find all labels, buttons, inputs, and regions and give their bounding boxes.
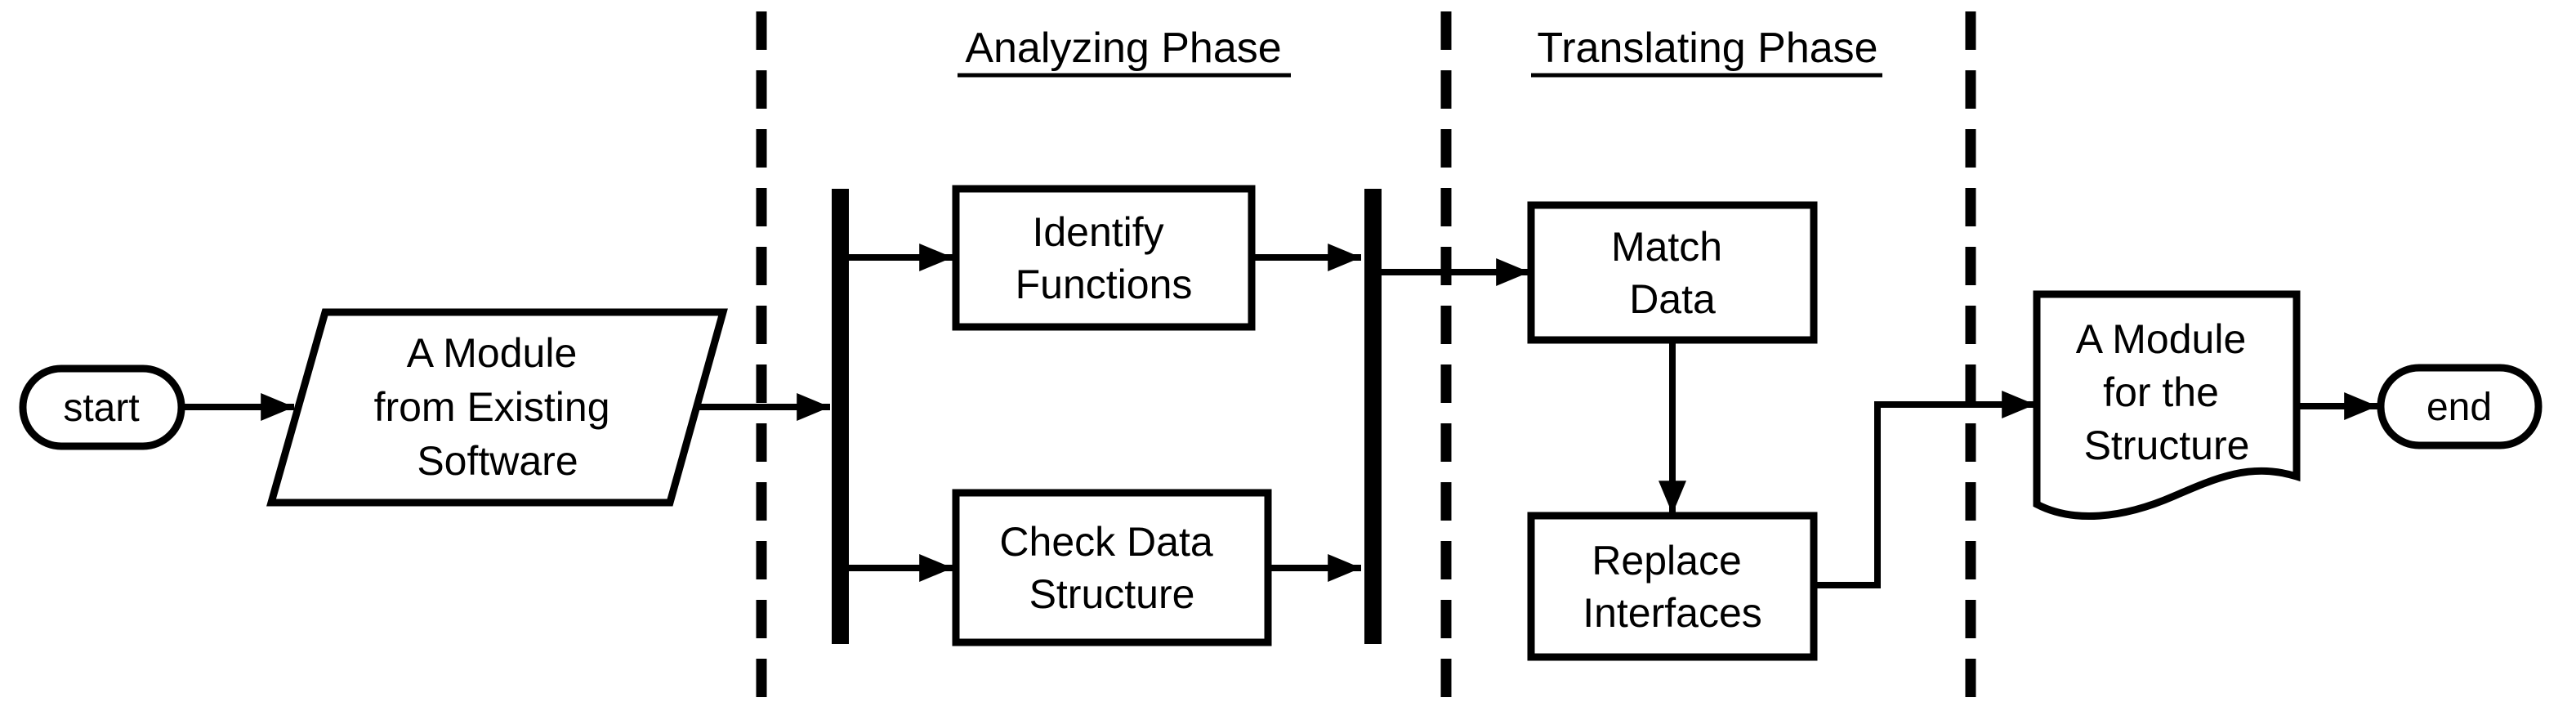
module-output-line-3: Structure <box>2084 423 2250 468</box>
match-data-line-1: Match <box>1611 224 1722 270</box>
identify-functions-label: Identify Functions <box>1016 209 1193 307</box>
module-input-line-2: from Existing <box>374 384 610 430</box>
match-data-box <box>1527 201 1818 344</box>
replace-interfaces-line-2: Interfaces <box>1583 590 1762 636</box>
replace-interfaces-line-1: Replace <box>1592 538 1741 584</box>
identify-functions-line-1: Identify <box>1032 209 1163 255</box>
check-data-structure-box <box>952 489 1272 646</box>
module-output-line-1: A Module <box>2076 316 2246 362</box>
replace-interfaces-box <box>1527 512 1818 661</box>
check-data-structure-line-1: Check Data <box>999 519 1212 565</box>
end-node <box>2377 364 2543 449</box>
identify-functions-line-2: Functions <box>1016 262 1193 307</box>
check-data-structure-line-2: Structure <box>1029 571 1195 617</box>
module-input-label: A Module from Existing Software <box>374 330 622 484</box>
module-input-line-3: Software <box>417 438 578 484</box>
phase-title-translating: Translating Phase <box>1537 25 1877 72</box>
module-input-line-1: A Module <box>407 330 577 376</box>
join-bar <box>1364 189 1382 644</box>
module-output-document <box>2033 290 2301 521</box>
fork-bar <box>832 189 849 644</box>
module-output-line-2: for the <box>2103 369 2219 415</box>
match-data-line-2: Data <box>1629 276 1716 322</box>
arrow-replace-interfaces-to-module-output <box>1814 391 2035 588</box>
check-data-structure-label: Check Data Structure <box>999 519 1224 617</box>
phase-title-analyzing: Analyzing Phase <box>965 25 1281 72</box>
replace-interfaces-label: Replace Interfaces <box>1583 538 1762 636</box>
module-output-label: A Module for the Structure <box>2076 316 2257 468</box>
module-input-parallelogram <box>266 308 728 507</box>
match-data-label: Match Data <box>1611 224 1734 322</box>
start-node-label: start <box>63 387 139 430</box>
end-node-label: end <box>2426 386 2492 429</box>
identify-functions-box <box>952 185 1256 331</box>
